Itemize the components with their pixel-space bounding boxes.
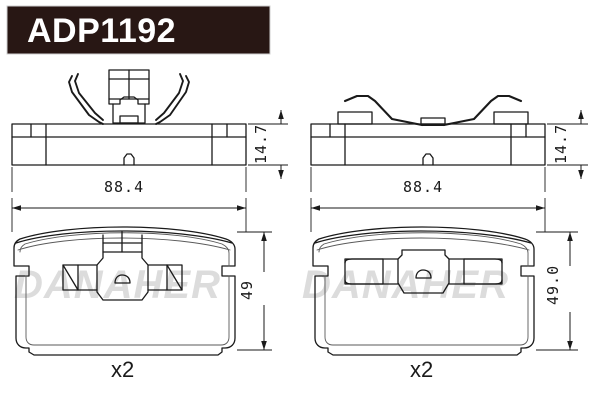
friction-ridge-b2 — [316, 237, 530, 251]
dimension-tr-height: 14.7 — [547, 110, 588, 179]
dimension-tl-height-label: 14.7 — [252, 124, 270, 164]
pad-outline-b — [312, 226, 535, 356]
quantity-label-left: x2 — [111, 357, 134, 382]
part-code-label: ADP1192 — [27, 12, 176, 50]
dimension-bl-width — [11, 198, 247, 232]
pad-body-side-b — [310, 123, 546, 166]
spring-clip-body-a — [108, 69, 150, 124]
dimension-tl-height: 14.7 — [248, 110, 288, 179]
quantity-label-right: x2 — [410, 357, 433, 382]
dimension-tl-width: 88.4 — [11, 167, 247, 196]
watermark-group: DANAHER DANAHER — [14, 263, 509, 307]
dimension-bl-height: 49 — [237, 231, 272, 351]
backing-plate-center-a — [62, 231, 183, 301]
pad-inner-edge-b — [318, 232, 529, 346]
side-view-pad-b — [310, 94, 546, 166]
dimension-br-height-label: 49.0 — [544, 265, 562, 305]
backing-plate-center-b — [344, 249, 503, 294]
dimension-br-width — [310, 198, 546, 232]
dimension-bl-height-label: 49 — [238, 280, 256, 300]
friction-ridge-b — [314, 230, 532, 244]
spring-clip-arms-a — [68, 73, 190, 125]
banner-background — [6, 5, 271, 55]
dimension-tr-width: 88.4 — [310, 167, 546, 196]
dimension-tl-width-label: 88.4 — [104, 178, 144, 196]
friction-ridge-a2 — [17, 237, 231, 251]
dimension-tr-width-label: 88.4 — [403, 178, 443, 196]
friction-ridge-a — [15, 230, 233, 244]
pad-inner-edge-a — [19, 232, 230, 346]
pad-body-side-a — [11, 123, 247, 166]
side-view-pad-a — [11, 69, 247, 166]
front-view-pad-b — [312, 226, 535, 356]
dimension-br-height: 49.0 — [536, 231, 578, 351]
spring-tabs-b — [337, 111, 529, 125]
dimension-tr-height-label: 14.7 — [552, 124, 570, 164]
spring-wire-b — [343, 94, 523, 127]
part-code-banner: ADP1192 — [6, 5, 271, 55]
watermark-right: DANAHER — [302, 263, 509, 307]
pad-outline-a — [13, 226, 236, 356]
front-view-pad-a — [13, 226, 236, 356]
